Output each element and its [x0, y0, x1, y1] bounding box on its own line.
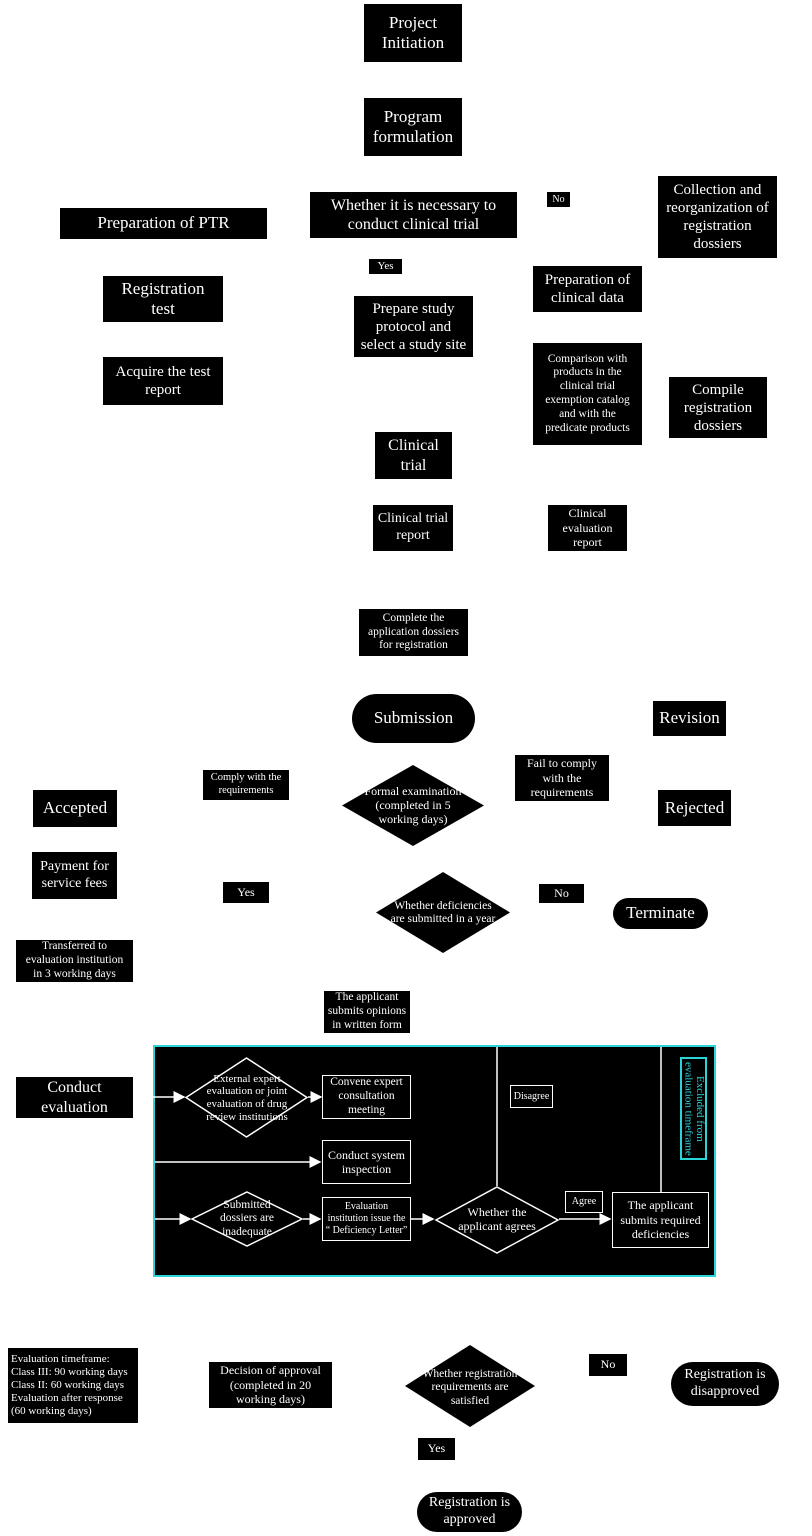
- clinical-trial-node: Clinical trial: [375, 432, 452, 479]
- external-expert-diamond: [184, 1057, 309, 1138]
- clinical-trial-decision-node: Whether it is necessary to conduct clini…: [310, 192, 517, 238]
- accepted-node: Accepted: [33, 790, 117, 827]
- deficiencies-diamond: [376, 872, 510, 953]
- no-label-clinical: No: [547, 192, 570, 207]
- conduct-evaluation-node: Conduct evaluation: [16, 1077, 133, 1118]
- formal-examination-text: Formal examination (completed in 5 worki…: [364, 784, 462, 826]
- transferred-node: Transferred to evaluation institution in…: [16, 940, 133, 982]
- yes-label-requirements: Yes: [418, 1438, 455, 1460]
- yes-label-deficiencies: Yes: [223, 882, 269, 903]
- clinical-evaluation-report-node: Clinical evaluation report: [548, 505, 627, 551]
- no-label-requirements: No: [589, 1354, 627, 1376]
- prepare-study-protocol-node: Prepare study protocol and select a stud…: [354, 296, 473, 357]
- collection-reorganization-node: Collection and reorganization of registr…: [658, 176, 777, 258]
- submission-node: Submission: [352, 694, 475, 743]
- complete-application-node: Complete the application dossiers for re…: [359, 609, 468, 656]
- fail-to-comply-label: Fail to comply with the requirements: [515, 755, 609, 801]
- registration-approved-node: Registration is approved: [417, 1492, 522, 1532]
- excluded-timeframe-label: Excluded from evaluation timeframe: [680, 1057, 707, 1160]
- yes-label-clinical: Yes: [369, 259, 402, 274]
- clinical-trial-report-node: Clinical trial report: [373, 505, 453, 551]
- requirements-text: Whether registration requirements are sa…: [422, 1368, 518, 1407]
- dossiers-inadequate-diamond: [190, 1191, 304, 1247]
- evaluation-timeframe-note: Evaluation timeframe: Class III: 90 work…: [8, 1348, 138, 1423]
- disagree-label: Disagree: [510, 1085, 553, 1108]
- registration-disapproved-node: Registration is disapproved: [671, 1362, 779, 1406]
- deficiency-letter-node: Evaluation institution issue the “ Defic…: [322, 1197, 411, 1241]
- formal-examination-diamond: [342, 765, 484, 846]
- compile-registration-dossiers-node: Compile registration dossiers: [669, 377, 767, 438]
- submits-deficiencies-node: The applicant submits required deficienc…: [612, 1192, 709, 1248]
- excluded-timeframe-text: Excluded from evaluation timeframe: [682, 1061, 707, 1156]
- terminate-node: Terminate: [613, 898, 708, 929]
- no-label-deficiencies: No: [539, 884, 584, 903]
- acquire-test-report-node: Acquire the test report: [103, 357, 223, 405]
- applicant-opinions-node: The applicant submits opinions in writte…: [324, 991, 410, 1033]
- program-formulation-node: Program formulation: [364, 98, 462, 156]
- agree-label: Agree: [565, 1191, 603, 1213]
- applicant-agrees-diamond: [434, 1186, 560, 1254]
- convene-expert-node: Convene expert consultation meeting: [322, 1075, 411, 1119]
- decision-approval-node: Decision of approval (completed in 20 wo…: [209, 1362, 332, 1408]
- rejected-node: Rejected: [658, 790, 731, 826]
- preparation-clinical-data-node: Preparation of clinical data: [533, 266, 642, 312]
- registration-test-node: Registration test: [103, 276, 223, 322]
- revision-node: Revision: [653, 701, 726, 736]
- project-initiation-node: Project Initiation: [364, 4, 462, 62]
- dossiers-inadequate-text: Submitted dossiers are inadequate: [220, 1199, 274, 1238]
- comply-requirements-label: Comply with the requirements: [203, 770, 289, 800]
- applicant-agrees-text: Whether the applicant agrees: [458, 1205, 536, 1233]
- external-expert-text: External expert evaluation or joint eval…: [206, 1072, 288, 1123]
- deficiencies-text: Whether deficiencies are submitted in a …: [390, 899, 496, 925]
- requirements-diamond: [405, 1345, 535, 1427]
- comparison-node: Comparison with products in the clinical…: [533, 343, 642, 445]
- system-inspection-node: Conduct system inspection: [322, 1140, 411, 1184]
- payment-service-fees-node: Payment for service fees: [32, 852, 117, 899]
- preparation-ptr-node: Preparation of PTR: [60, 208, 267, 239]
